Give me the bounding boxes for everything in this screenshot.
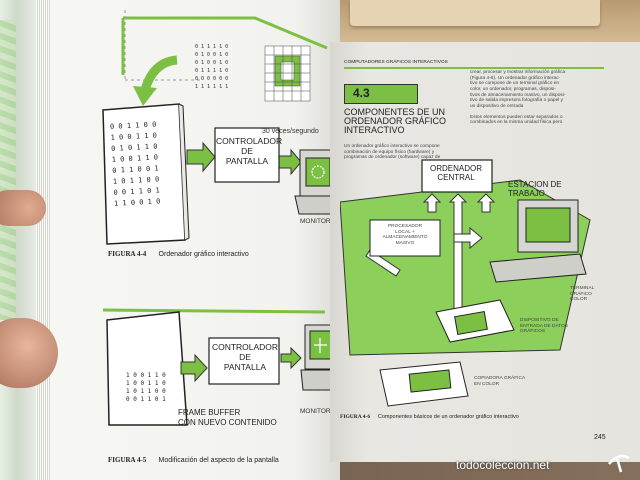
body-line: color, un ordenador, programas, disposi- xyxy=(470,86,556,92)
input-line: GRÁFICOS xyxy=(520,329,546,335)
figure-caption-text: Componentes básicos de un ordenador gráf… xyxy=(377,414,519,420)
body-line: (Figura 4-6). Un ordenador gráfico inter… xyxy=(470,75,561,81)
body-line: tivo se compone de un terminal gráfico e… xyxy=(470,81,560,87)
section-title-line: ORDENADOR GRÁFICO xyxy=(344,116,447,126)
body-line: combinación de equipo físico (hardware) … xyxy=(344,149,435,155)
figure-label: FIGURA 4-4 xyxy=(108,250,147,258)
bits-row: 1 0 0 1 1 0 xyxy=(126,380,166,387)
central-line: ORDENADOR xyxy=(429,164,482,173)
bits-row: 0 0 1 1 0 1 xyxy=(126,396,166,403)
thumb xyxy=(0,318,58,388)
body-line: Un ordenador gráfico interactivo se comp… xyxy=(344,144,440,149)
controller-line: CONTROLADOR xyxy=(216,136,283,146)
controller-label-4-5: CONTROLADOR DE PANTALLA xyxy=(210,342,280,372)
local-line: LOCAL + xyxy=(395,229,415,235)
central-computer-label: ORDENADOR CENTRAL xyxy=(428,164,484,182)
station-line: ESTACION DE xyxy=(508,180,562,189)
figure-caption-text: Modificación del aspecto de la pantalla xyxy=(158,457,279,464)
figure-4-6-caption: FIGURA 4-6 Componentes básicos de un ord… xyxy=(340,414,519,420)
body-line: tivos de almacenamiento masivo, un dispo… xyxy=(470,92,566,98)
section-number-badge: 4.3 xyxy=(344,84,418,104)
body-line: programas de ordenador (software) capaz … xyxy=(344,155,441,161)
figure-4-5-caption: FIGURA 4-5 Modificación del aspecto de l… xyxy=(108,456,279,464)
controller-line: DE xyxy=(239,352,251,362)
green-book-cover xyxy=(0,20,16,320)
figure-4-4-illustration: 0 1 1 1 1 0 0 1 0 0 1 0 0 1 0 0 1 0 0 1 1 … xyxy=(102,10,335,245)
bits-row: 1 0 0 1 1 0 xyxy=(126,372,166,379)
svg-text:0 0 0 0 0 0: 0 0 0 0 0 0 xyxy=(195,76,228,82)
monitor-label-4-4: MONITOR xyxy=(300,218,331,225)
body-line: crear, procesar y mostrar información gr… xyxy=(470,70,566,75)
figure-4-6-illustration xyxy=(340,159,591,407)
station-line: TRABAJO xyxy=(508,189,545,198)
frame-buffer-label: FRAME BUFFER CON NUEVO CONTENIDO xyxy=(178,408,277,428)
body-line: un dispositivo de entrada xyxy=(470,103,524,109)
body-text-right: crear, procesar y mostrar información gr… xyxy=(470,70,602,126)
memory-bits: 0 0 1 1 0 0 1 0 0 1 1 0 0 1 0 1 1 0 1 0 … xyxy=(110,118,187,210)
frame-buffer-line: FRAME BUFFER xyxy=(178,408,241,417)
finger xyxy=(0,190,46,226)
copier-label: COPIADORA GRÁFICA EN COLOR xyxy=(474,376,525,387)
input-line: DISPOSITIVO DE xyxy=(520,318,559,323)
controller-line: CONTROLADOR xyxy=(211,342,279,352)
page-number: 245 xyxy=(594,434,606,441)
svg-text:0 1 1 1 1 0: 0 1 1 1 1 0 xyxy=(195,44,228,50)
body-text-left: Un ordenador gráfico interactivo se comp… xyxy=(344,144,462,161)
body-line: combinados en la misma unidad física per… xyxy=(470,120,563,126)
terminal-line: GRÁFICO xyxy=(570,291,592,297)
header-rule xyxy=(344,67,604,69)
frame-buffer-bits: 1 0 0 1 1 0 1 0 0 1 1 0 1 0 1 1 0 0 0 0 … xyxy=(126,372,182,404)
input-device-label: DISPOSITIVO DE ENTRADA DE DATOS GRÁFICOS xyxy=(520,318,568,335)
figure-4-4-caption: FIGURA 4-4 Ordenador gráfico interactivo xyxy=(108,250,249,258)
workstation-label: ESTACION DE TRABAJO xyxy=(508,180,562,198)
controller-line: PANTALLA xyxy=(225,156,269,166)
local-line: MASIVO xyxy=(395,240,415,246)
body-line: Estos elementos pueden estar separados o xyxy=(470,114,563,120)
terminal-line: TERMINAL xyxy=(570,286,595,291)
background-booklet-panel xyxy=(350,0,600,26)
local-line: ALMACENAMIENTO xyxy=(382,235,428,241)
section-title-line: INTERACTIVO xyxy=(344,125,405,135)
figure-label: FIGURA 4-5 xyxy=(108,456,147,464)
svg-text:0 1 0 0 1 0: 0 1 0 0 1 0 xyxy=(195,52,228,58)
controller-label-4-4: CONTROLADOR DE PANTALLA xyxy=(216,136,283,166)
central-line: CENTRAL xyxy=(437,173,475,182)
terminal-label: TERMINAL GRÁFICO COLOR xyxy=(570,286,594,303)
input-line: ENTRADA DE DATOS xyxy=(520,323,569,329)
figure-caption-text: Ordenador gráfico interactivo xyxy=(158,251,249,258)
controller-line: DE xyxy=(241,146,253,156)
section-number: 4.3 xyxy=(353,86,370,100)
figure-label: FIGURA 4-6 xyxy=(340,414,371,420)
svg-text:0 1 1 1 1 0: 0 1 1 1 1 0 xyxy=(195,68,228,74)
watermark-text: todocoleccion.net xyxy=(456,458,550,472)
section-title: COMPONENTES DE UN ORDENADOR GRÁFICO INTE… xyxy=(344,108,446,135)
body-line: tivo de salida impresora fotografía o pa… xyxy=(470,98,564,104)
svg-text:0 1 0 0 1 0: 0 1 0 0 1 0 xyxy=(195,60,228,66)
copier-line: COPIADORA GRÁFICA xyxy=(474,376,526,381)
monitor-label-4-5: MONITOR xyxy=(300,408,331,415)
section-title-line: COMPONENTES DE UN xyxy=(344,107,446,117)
watermark-logo-icon xyxy=(606,450,632,474)
terminal-line: COLOR xyxy=(570,297,588,303)
controller-line: PANTALLA xyxy=(223,362,267,372)
running-header: COMPUTADORES GRÁFICOS INTERACTIVOS xyxy=(344,60,448,65)
copier-line: EN COLOR xyxy=(474,381,500,387)
refresh-rate-label: 30 veces/segundo xyxy=(262,128,319,135)
local-line: PROCESADOR xyxy=(387,224,423,229)
page-edges xyxy=(36,0,50,480)
frame-buffer-line: CON NUEVO CONTENIDO xyxy=(178,418,277,427)
local-processor-label: PROCESADOR LOCAL + ALMACENAMIENTO MASIVO xyxy=(372,224,438,247)
svg-text:1 1 1 1 1 1: 1 1 1 1 1 1 xyxy=(195,84,228,90)
bits-row: 1 0 1 1 0 0 xyxy=(126,388,166,395)
